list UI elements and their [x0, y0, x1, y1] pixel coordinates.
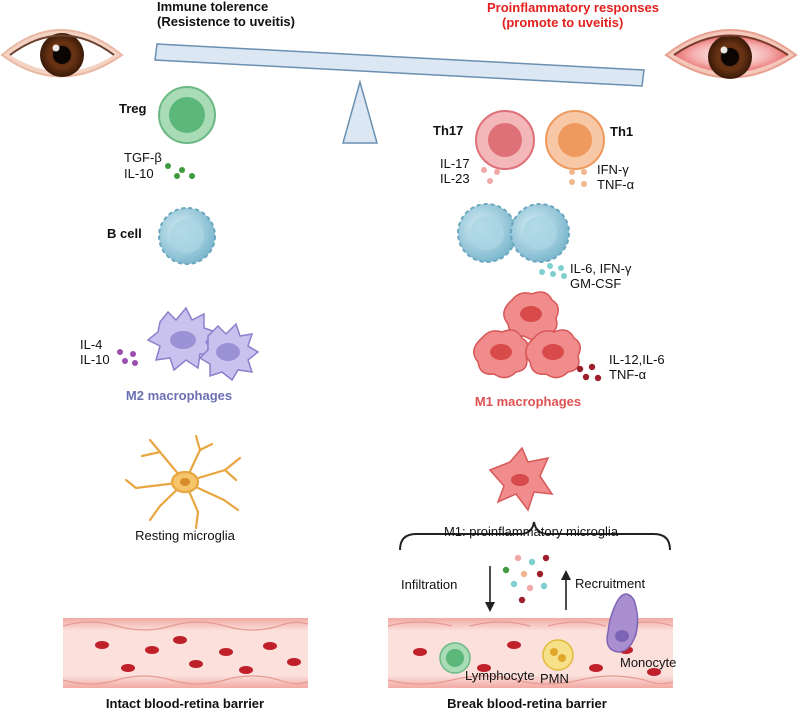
th1-label: Th1 [610, 124, 634, 139]
resting-microglia [124, 434, 242, 530]
m2-cytokine-dots [117, 349, 138, 366]
treg-label: Treg [119, 101, 147, 116]
monocyte-label: Monocyte [620, 655, 677, 670]
th1-cytokine-2: TNF-α [597, 177, 635, 192]
th17-label: Th17 [433, 123, 464, 138]
intact-barrier-label: Intact blood-retina barrier [105, 696, 265, 711]
b-cell-label: B cell [107, 226, 142, 241]
th17-cytokine-dots [481, 167, 500, 184]
lymphocyte-cell [439, 642, 471, 674]
right-title: Proinflammatory responses [487, 0, 659, 15]
left-subtitle: (Resistence to uveitis) [157, 14, 295, 29]
th17-cell [475, 110, 535, 170]
treg-cytokine-1: TGF-β [124, 150, 162, 165]
b-cell-cytokine-2: GM-CSF [570, 276, 622, 291]
m1-cytokine-dots [576, 363, 602, 382]
intact-vessel [62, 618, 309, 688]
th1-cell [545, 110, 605, 170]
infiltration-label: Infiltration [401, 577, 458, 592]
monocyte-cell [606, 593, 639, 653]
mixed-cytokine-dots [502, 554, 550, 604]
recruitment-label: Recruitment [575, 576, 646, 591]
th17-cytokine-1: IL-17 [440, 156, 470, 171]
b-cell [158, 207, 216, 265]
m1-microglia-label: M1: proinflammatory microglia [443, 524, 619, 539]
recruitment-arrow-icon [561, 570, 571, 610]
pmn-label: PMN [540, 671, 569, 686]
pmn-cell [542, 639, 574, 671]
m2-macrophages [146, 306, 260, 382]
right-subtitle: (promote to uveitis) [502, 15, 624, 30]
b-cell-cytokine-1: IL-6, IFN-γ [570, 261, 632, 276]
m2-macrophages-label: M2 macrophages [125, 388, 233, 403]
left-title: Immune tolerence [157, 0, 269, 14]
healthy-eye-icon [0, 29, 124, 78]
resting-microglia-label: Resting microglia [135, 528, 235, 543]
m1-macrophages [473, 291, 581, 379]
bracket-brace [399, 521, 671, 551]
m1-cytokine-1: IL-12,IL-6 [609, 352, 665, 367]
treg-cytokine-2: IL-10 [124, 166, 154, 181]
th1-cytokine-dots [569, 169, 587, 187]
proinflammatory-microglia [488, 446, 554, 512]
m2-cytokine-1: IL-4 [80, 337, 103, 352]
th17-cytokine-2: IL-23 [440, 171, 470, 186]
treg-cell [158, 86, 216, 144]
treg-cytokine-dots [165, 163, 195, 179]
infiltration-arrow-icon [485, 566, 495, 612]
inflamed-eye-icon [664, 29, 798, 79]
th1-cytokine-1: IFN-γ [597, 162, 629, 177]
m1-cytokine-2: TNF-α [609, 367, 647, 382]
balance-scale-icon [154, 43, 645, 144]
m2-cytokine-2: IL-10 [80, 352, 110, 367]
m1-macrophages-label: M1 macrophages [474, 394, 582, 409]
break-barrier-label: Break blood-retina barrier [447, 696, 607, 711]
activated-b-cells [457, 203, 570, 263]
b-cell-cytokine-dots [539, 263, 567, 279]
lymphocyte-label: Lymphocyte [465, 668, 535, 683]
